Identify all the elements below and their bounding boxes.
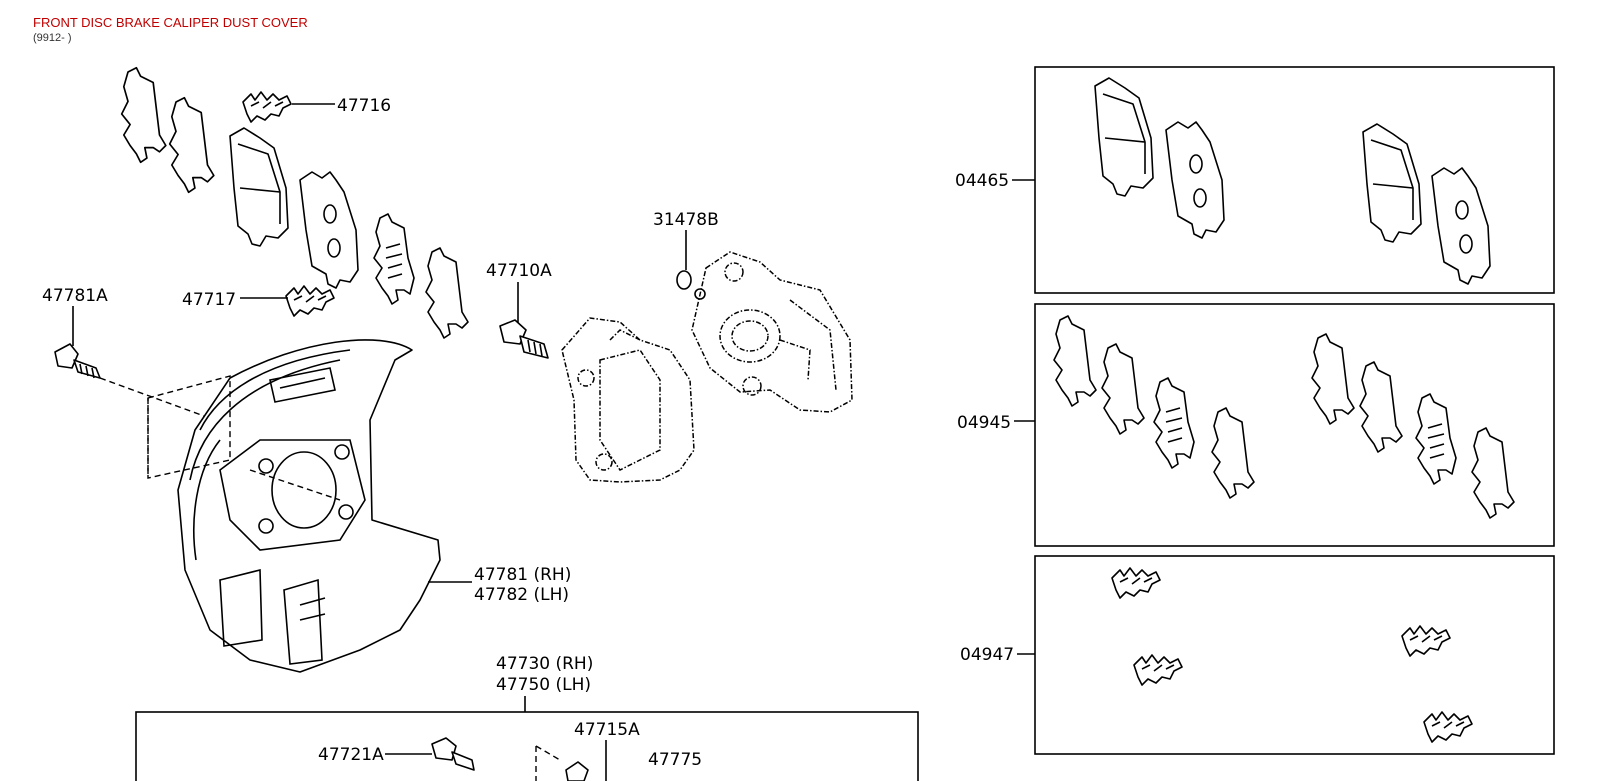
caliper-assembly-box [135,711,919,781]
label-47716: 47716 [337,96,391,116]
pad-support-plate-top [242,91,292,123]
label-47717: 47717 [182,290,236,310]
label-47710a: 47710A [486,261,552,281]
caliper-bleeder-plug [676,270,706,300]
label-47715a: 47715A [574,720,640,740]
caliper-mounting-bracket [561,317,695,483]
anti-squeal-shim-kit-04945 [1053,315,1515,519]
diagram-title: FRONT DISC BRAKE CALIPER DUST COVER [33,15,308,30]
label-47730-rh: 47730 (RH) [496,654,593,674]
diagram-subtitle: (9912- ) [33,32,72,44]
anti-squeal-shim-b [425,247,469,339]
front-disc-brake-caliper [691,251,853,413]
shim-outer-a [120,66,167,164]
kit-box-04465 [1034,66,1555,294]
label-47721a: 47721A [318,745,384,765]
pad-support-plate-bottom [285,285,335,317]
kit-box-04945 [1034,303,1555,547]
pad-kit-04465 [1094,77,1491,285]
shim-inner-a [168,96,215,194]
label-04947: 04947 [960,645,1014,665]
brake-pad-inner [299,171,359,289]
label-47750-lh: 47750 (LH) [496,675,591,695]
kit-box-04947 [1034,555,1555,755]
label-47782-lh: 47782 (LH) [474,585,569,605]
bleeder-plug-bolt [431,737,475,771]
anti-squeal-shim-a [373,213,415,305]
label-04465: 04465 [955,171,1009,191]
label-47781a: 47781A [42,286,108,306]
label-04945: 04945 [957,413,1011,433]
label-47775: 47775 [648,750,702,770]
dust-cover-bolt [54,343,101,379]
caliper-piston-seal [565,761,589,781]
label-47781-rh: 47781 (RH) [474,565,571,585]
disc-brake-dust-cover [177,339,441,673]
caliper-bolt [499,319,549,359]
pad-support-kit-04947 [1111,567,1473,743]
brake-pad-outer [229,127,289,247]
label-31478b: 31478B [653,210,719,230]
